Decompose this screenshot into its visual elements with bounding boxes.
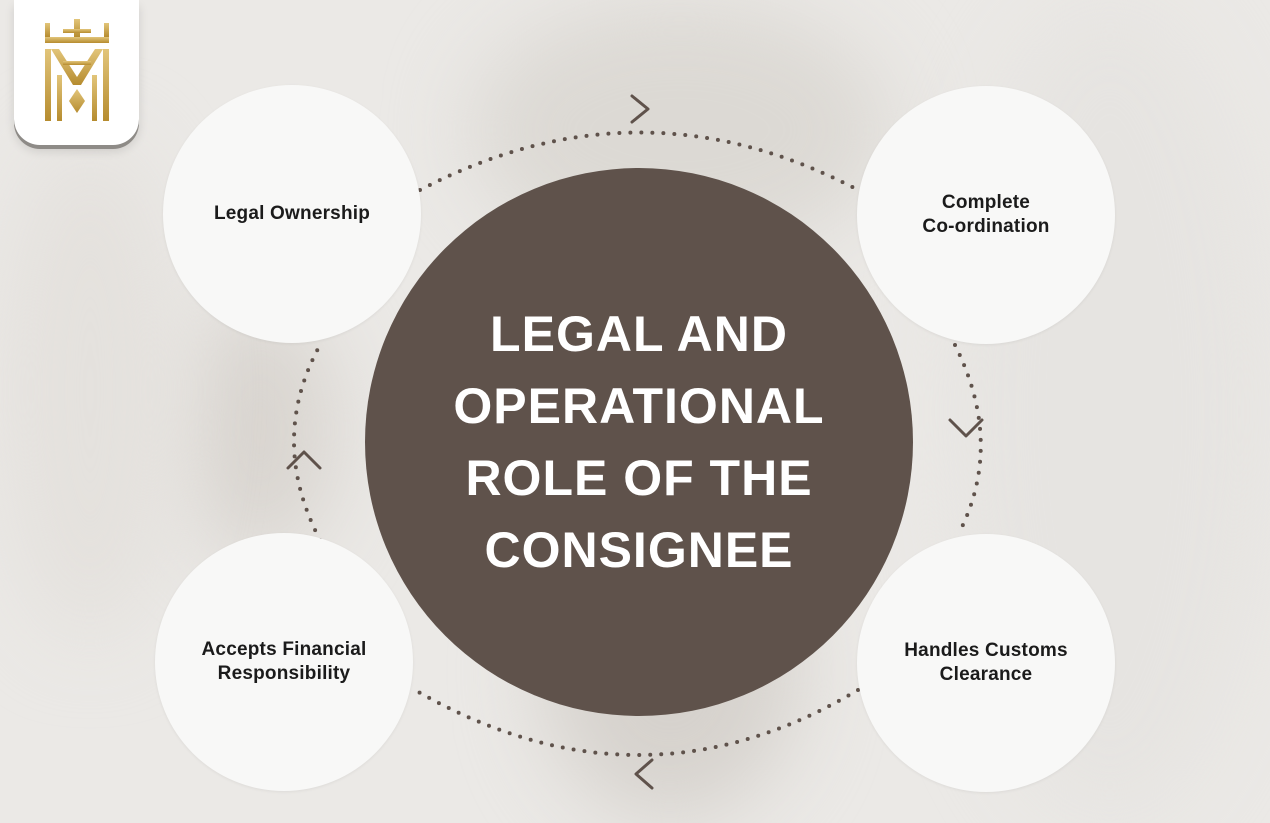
brand-logo[interactable] — [14, 0, 139, 145]
arrow-up-icon — [286, 450, 322, 470]
node-handles-customs-clearance: Handles Customs Clearance — [857, 534, 1115, 792]
arrow-left-icon — [634, 758, 654, 790]
node-accepts-financial-responsibility: Accepts Financial Responsibility — [155, 533, 413, 791]
center-title: LEGAL AND OPERATIONAL ROLE OF THE CONSIG… — [453, 306, 825, 578]
node-label: Accepts Financial Responsibility — [201, 639, 367, 684]
arrow-down-icon — [948, 418, 984, 438]
crown-monogram-logo-icon — [44, 19, 109, 121]
node-label: Complete Co-ordination — [922, 192, 1050, 237]
node-complete-coordination: Complete Co-ordination — [857, 86, 1115, 344]
node-label: Legal Ownership — [213, 203, 371, 224]
center-circle: LEGAL AND OPERATIONAL ROLE OF THE CONSIG… — [365, 168, 913, 716]
node-label: Handles Customs Clearance — [904, 640, 1068, 685]
node-legal-ownership: Legal Ownership — [163, 85, 421, 343]
arrow-right-icon — [630, 94, 650, 124]
